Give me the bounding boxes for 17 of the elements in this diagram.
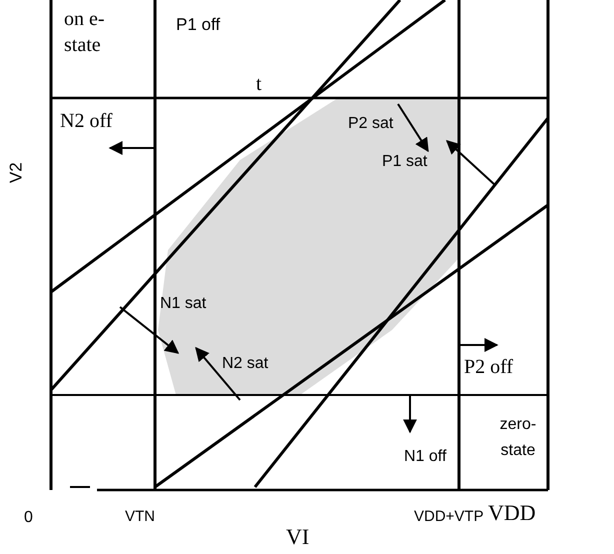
region-label: N1 sat: [160, 294, 206, 314]
region-label: P1 sat: [382, 152, 428, 172]
axis-label: VI: [286, 523, 310, 551]
region-label: N2 off: [60, 109, 112, 134]
axis-label: V2: [6, 162, 27, 184]
tick-label: 0: [24, 508, 33, 528]
tick-label: VDD+VTP: [414, 507, 484, 527]
region-label: N2 sat: [222, 354, 268, 374]
region-label: on e- state: [64, 7, 106, 58]
region-label: P1 off: [176, 14, 220, 36]
region-label: P2 off: [464, 355, 514, 380]
tick-label: VDD: [488, 499, 536, 527]
state-label: zero- state: [498, 415, 538, 461]
region-label: P2 sat: [348, 114, 394, 134]
axis-mark: t: [256, 74, 262, 94]
region-label: N1 off: [404, 447, 446, 467]
tick-label: VTN: [125, 507, 155, 527]
